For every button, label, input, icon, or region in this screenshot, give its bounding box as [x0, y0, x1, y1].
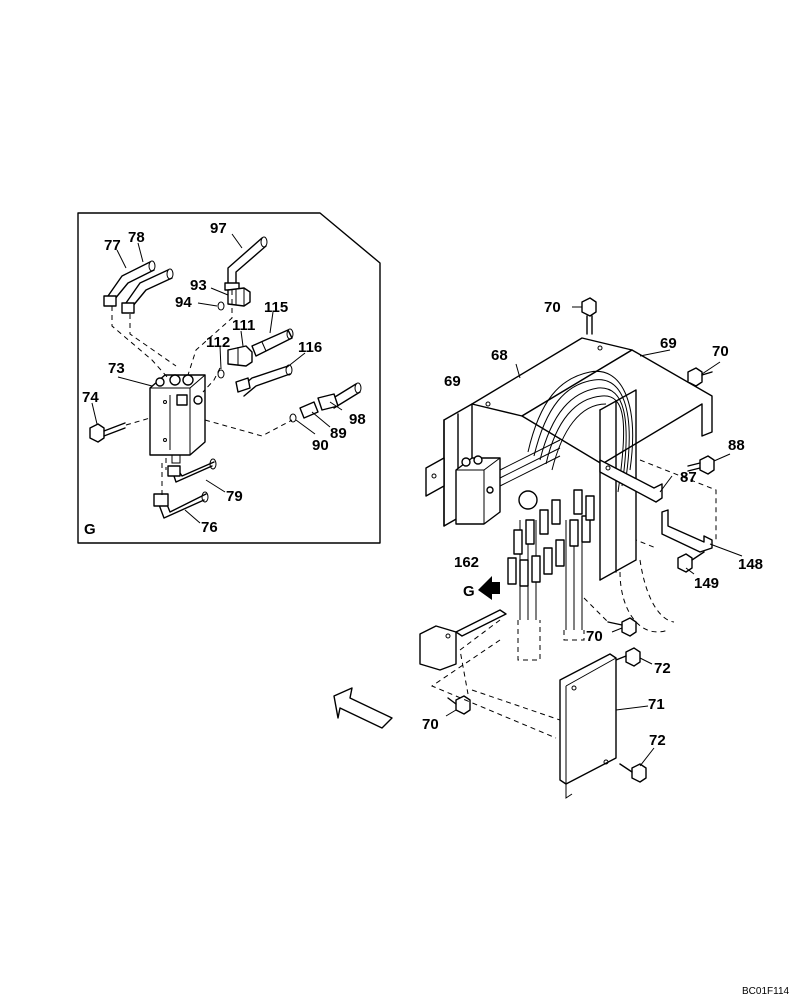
bracket-69 [521, 349, 713, 465]
callout: 70 [422, 716, 439, 733]
callout: 87 [680, 469, 697, 486]
callout: 76 [201, 519, 218, 536]
detail-view-label: G [84, 521, 96, 538]
bolt-70-mid [607, 617, 637, 637]
callout: 97 [210, 220, 227, 237]
adaptor-111 [227, 345, 253, 367]
detail-view-frame [77, 212, 381, 544]
elbow-hose-116 [235, 364, 293, 397]
hose-115 [251, 328, 294, 357]
labels: 97 77 78 93 94 115 111 112 116 73 74 98 … [82, 220, 790, 997]
detail-view-g [77, 212, 381, 544]
bolt-70-right [687, 367, 713, 387]
callout: 73 [108, 360, 125, 377]
fitting-93 [227, 287, 251, 307]
callout: 70 [586, 628, 603, 645]
callout: 77 [104, 237, 121, 254]
callout: 68 [491, 347, 508, 364]
hose-98 [317, 382, 362, 411]
callout: 72 [654, 660, 671, 677]
callout: 89 [330, 425, 347, 442]
callout: 162 [454, 554, 479, 571]
callout: 112 [206, 334, 230, 351]
elbow-pipe-77 [103, 260, 156, 307]
callout: 69 [660, 335, 677, 352]
callout: 88 [728, 437, 745, 454]
elbow-pipe-79 [167, 458, 217, 483]
callout: 98 [349, 411, 366, 428]
callout: 70 [712, 343, 729, 360]
callout: 79 [226, 488, 243, 505]
callout: 72 [649, 732, 666, 749]
bracket-lower-left [419, 625, 457, 671]
bolt-72-bottom [619, 763, 647, 783]
valve-block-73 [149, 374, 206, 464]
callout: 71 [648, 696, 665, 713]
elbow-pipe-76 [153, 491, 209, 519]
adaptor-89 [299, 401, 319, 419]
bracket-87 [599, 459, 663, 503]
bolt-88 [687, 455, 715, 475]
o-ring-112 [217, 369, 225, 379]
callout: 93 [190, 277, 207, 294]
cover-plate-71 [559, 653, 617, 799]
bolt-70-bottom [447, 695, 471, 715]
callout: 70 [544, 299, 561, 316]
callout: 78 [128, 229, 145, 246]
callout: 111 [232, 317, 255, 334]
callout: 90 [312, 437, 329, 454]
frame-box [425, 389, 637, 581]
bracket-148 [661, 509, 713, 553]
elbow-pipe-78 [121, 268, 174, 314]
elbow-pipe-97 [224, 236, 268, 291]
callout: 149 [694, 575, 719, 592]
o-ring-94 [217, 301, 225, 311]
callout: 115 [264, 299, 288, 316]
connector-fittings [507, 489, 595, 587]
callout: 116 [298, 339, 322, 356]
main-assembly [333, 297, 743, 799]
drawing-code: BC01F114 [742, 986, 790, 997]
direction-arrow [333, 687, 393, 729]
callout: 94 [175, 294, 192, 311]
valve-assembly [455, 439, 561, 525]
bolt-149 [677, 551, 705, 573]
callout: 74 [82, 389, 99, 406]
view-arrow-label: G [463, 583, 475, 600]
callout: 148 [738, 556, 763, 573]
bolt-72-top [615, 647, 641, 667]
bolt-70-top [581, 297, 597, 335]
bolt-74 [89, 422, 126, 443]
callout: 69 [444, 373, 461, 390]
o-ring-90 [289, 413, 297, 423]
view-g-arrow [478, 576, 500, 600]
